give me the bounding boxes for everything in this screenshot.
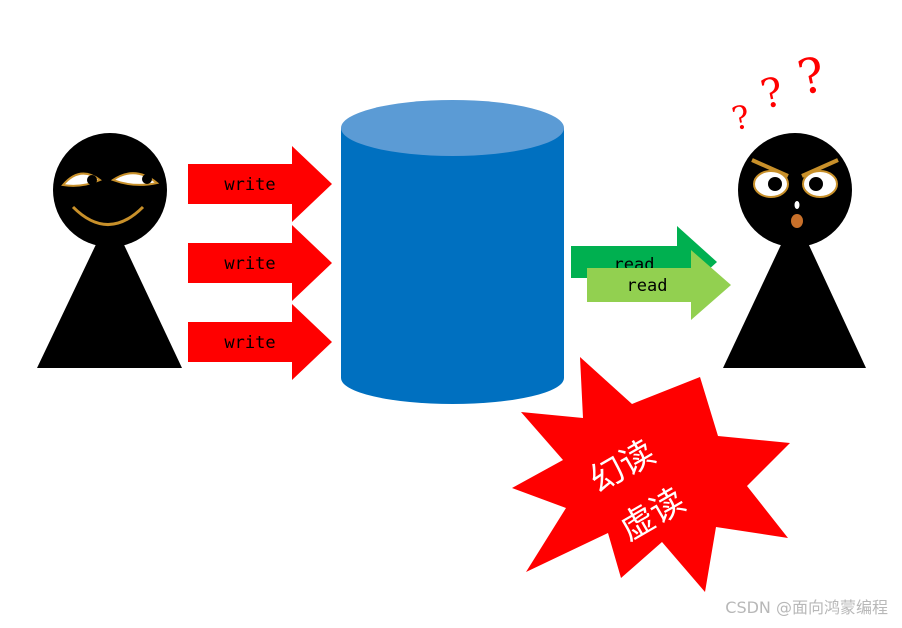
question-mark-large: ?: [793, 47, 830, 107]
write-arrow-1: write: [188, 146, 332, 222]
write-arrow-3: write: [188, 304, 332, 380]
reader-right-eye: [802, 170, 838, 198]
reader-right-eyebrow: [801, 158, 839, 178]
reader-left-eye: [753, 170, 789, 198]
writer-smile: [71, 205, 145, 226]
reader-figure: [723, 133, 866, 368]
reader-head: [738, 133, 852, 247]
burst-shape: [512, 357, 790, 592]
question-mark-medium: ?: [757, 69, 788, 118]
write-arrow-1-label: write: [224, 175, 275, 195]
question-marks: ? ? ?: [729, 47, 830, 139]
write-arrow-2-label: write: [224, 254, 275, 274]
reader-nose: [794, 201, 800, 209]
writer-head: [53, 133, 167, 247]
writer-body: [37, 215, 182, 368]
database-cylinder: [341, 100, 564, 404]
phantom-read-burst: 幻读 虚读: [512, 357, 790, 592]
read-arrow-front-label: read: [627, 276, 668, 296]
database-bottom: [341, 352, 564, 404]
writer-figure: [37, 133, 182, 368]
reader-mouth: [791, 214, 803, 228]
question-mark-small: ?: [729, 97, 754, 138]
database-body: [341, 128, 564, 378]
reader-body: [723, 215, 866, 368]
write-arrow-2: write: [188, 225, 332, 301]
database-top: [341, 100, 564, 156]
writer-left-eye: [61, 172, 102, 187]
write-arrow-3-label: write: [224, 333, 275, 353]
csdn-watermark: CSDN @面向鸿蒙编程: [725, 598, 888, 617]
writer-right-eye: [110, 172, 160, 186]
read-arrow-front: read: [587, 250, 731, 320]
